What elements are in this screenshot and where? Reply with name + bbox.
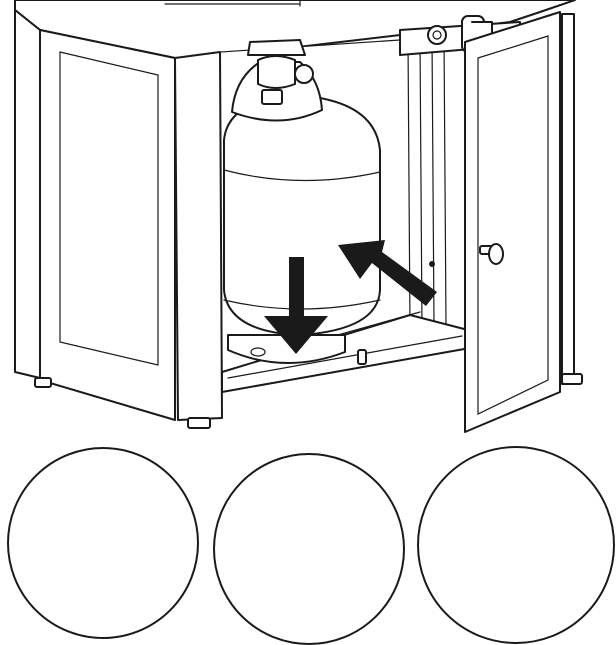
propane-tank bbox=[223, 39, 381, 365]
front-post bbox=[174, 51, 223, 429]
detail-view-loosen-knob bbox=[7, 447, 199, 639]
detail-view-lower-tank bbox=[213, 453, 405, 645]
cabinet-door bbox=[464, 11, 583, 433]
door-knob-icon bbox=[479, 243, 504, 265]
diagonal-arrow-icon bbox=[338, 240, 437, 306]
detail-view-tighten-knob bbox=[417, 446, 615, 644]
main-view bbox=[14, 0, 583, 433]
left-side-panel bbox=[14, 9, 176, 421]
down-arrow-icon bbox=[264, 257, 328, 354]
